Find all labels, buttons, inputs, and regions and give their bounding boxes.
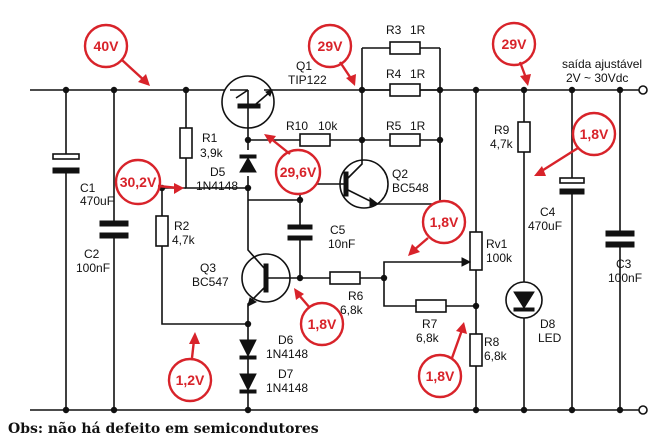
output-label: saída ajustável	[562, 57, 642, 71]
voltage-1v8-c4-marker	[534, 111, 617, 176]
voltage-1v8-rv1: 1,8V	[430, 214, 459, 230]
resistor-r7	[415, 299, 480, 313]
r4-value: 1R	[410, 67, 426, 81]
voltage-1v8-c4: 1,8V	[580, 126, 609, 142]
c5-value: 10nF	[328, 237, 355, 251]
voltage-29v-q1-marker	[307, 23, 356, 86]
r2-name: R2	[174, 219, 190, 233]
r4-name: R4	[386, 67, 402, 81]
q2-value: BC548	[392, 181, 429, 195]
r9-name: R9	[494, 123, 510, 137]
r3-name: R3	[386, 23, 402, 37]
r7-name: R7	[422, 317, 438, 331]
voltage-30v2: 30,2V	[120, 174, 157, 190]
rv1-value: 100k	[486, 251, 513, 265]
r6-value: 6,8k	[340, 303, 364, 317]
resistor-r8	[469, 333, 483, 367]
voltage-1v2-marker	[167, 332, 213, 403]
ground-terminal	[638, 405, 648, 415]
d5-value: 1N4148	[196, 179, 238, 193]
footer-note: Obs: não há defeito em semicondutores	[8, 420, 319, 437]
r5-name: R5	[386, 119, 402, 133]
voltage-29v-out-marker	[491, 21, 537, 86]
c2-value: 100nF	[76, 261, 110, 275]
q3-name: Q3	[200, 261, 216, 275]
c2-name: C2	[84, 247, 100, 261]
shunt-frame	[361, 47, 441, 200]
diode-d5	[239, 136, 257, 200]
c4-value: 470uF	[528, 219, 562, 233]
d6-name: D6	[278, 333, 294, 347]
resistor-r2	[155, 184, 248, 325]
potentiometer-rv1	[461, 86, 483, 414]
r8-name: R8	[484, 335, 500, 349]
rv1-name: Rv1	[486, 237, 508, 251]
d6-value: 1N4148	[266, 347, 308, 361]
voltage-1v8-r8: 1,8V	[426, 368, 455, 384]
d5-name: D5	[210, 165, 226, 179]
voltage-1v8-q3: 1,8V	[308, 316, 337, 332]
r10-name: R10	[286, 119, 308, 133]
c3-name: C3	[616, 257, 632, 271]
voltage-1v8-r8-marker	[417, 322, 467, 399]
voltage-29v6-marker	[264, 134, 322, 196]
r1-name: R1	[202, 131, 218, 145]
led-d8	[505, 281, 543, 414]
resistor-r4	[358, 83, 444, 97]
output-range: 2V ~ 30Vdc	[566, 71, 628, 85]
voltage-29v-out: 29V	[502, 36, 528, 52]
r10-value: 10k	[318, 119, 338, 133]
voltage-29v6: 29,6V	[280, 164, 317, 180]
voltage-40v: 40V	[94, 38, 120, 54]
r1-value: 3,9k	[200, 146, 224, 160]
c1-value: 470uF	[80, 194, 114, 208]
capacitor-c1	[52, 86, 80, 414]
capacitor-c5	[287, 196, 313, 278]
voltage-1v2: 1,2V	[176, 372, 205, 388]
d8-value: LED	[538, 331, 562, 345]
transistor-q2	[248, 140, 441, 209]
r9-value: 4,7k	[490, 137, 514, 151]
diode-d6	[239, 320, 257, 360]
capacitor-c3	[605, 86, 635, 414]
r3-value: 1R	[410, 23, 426, 37]
c3-value: 100nF	[608, 271, 642, 285]
resistor-r5	[362, 133, 444, 147]
transistor-q1	[221, 75, 298, 140]
resistor-r3	[389, 41, 421, 55]
diode-d7	[239, 359, 257, 414]
c1-name: C1	[80, 181, 96, 195]
r6-name: R6	[348, 289, 364, 303]
resistor-r6	[329, 261, 470, 307]
voltage-1v8-rv1-marker	[408, 199, 467, 256]
capacitor-c2	[99, 86, 129, 414]
d7-value: 1N4148	[266, 381, 308, 395]
voltage-1v8-q3-marker	[294, 288, 345, 347]
voltage-40v-marker	[83, 23, 150, 86]
r7-value: 6,8k	[416, 331, 440, 345]
d7-name: D7	[278, 367, 294, 381]
d8-name: D8	[540, 317, 556, 331]
transistor-q3	[241, 200, 330, 324]
r5-value: 1R	[410, 119, 426, 133]
q1-value: TIP122	[288, 73, 327, 87]
voltage-29v-q1: 29V	[318, 38, 344, 54]
r2-value: 4,7k	[172, 233, 196, 247]
q3-value: BC547	[192, 275, 229, 289]
c5-name: C5	[330, 223, 346, 237]
voltage-30v2-marker	[114, 158, 184, 206]
q2-name: Q2	[392, 167, 408, 181]
q1-name: Q1	[296, 59, 312, 73]
r8-value: 6,8k	[484, 349, 508, 363]
resistor-r9	[517, 86, 531, 282]
c4-name: C4	[540, 205, 556, 219]
output-terminal	[638, 85, 648, 95]
